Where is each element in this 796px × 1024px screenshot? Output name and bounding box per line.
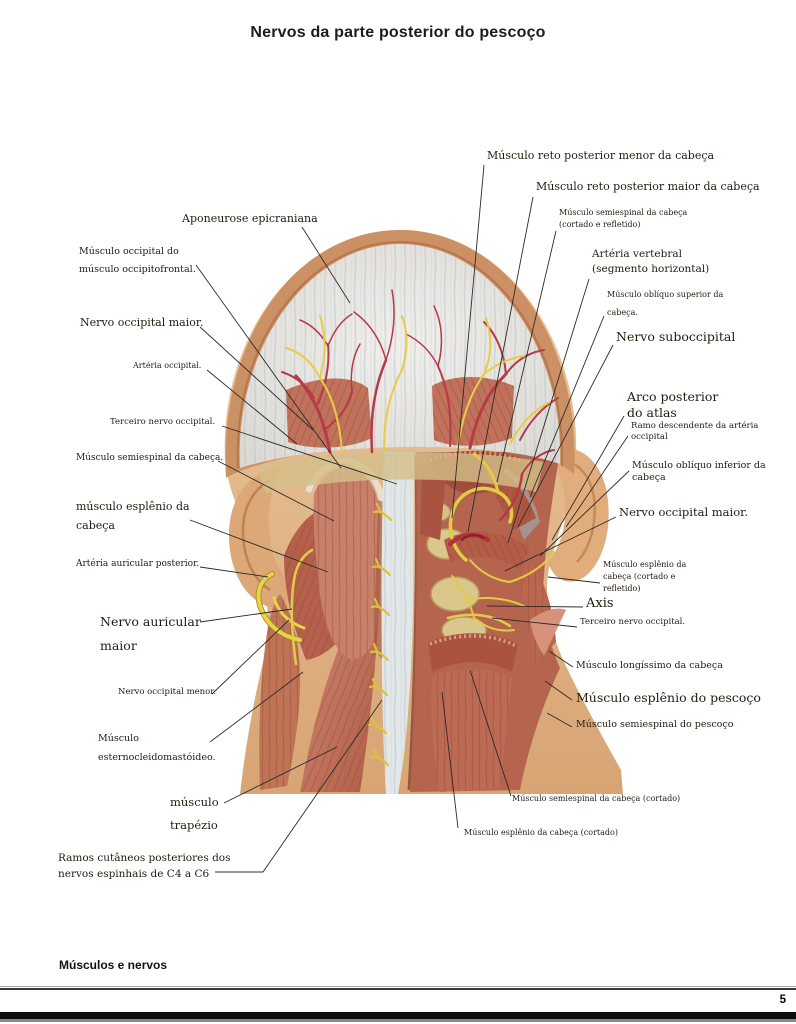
leader-axis [486, 605, 584, 608]
leader-semiespinal-pescoco [546, 712, 573, 728]
label-reto-posterior-menor: Músculo reto posterior menor da cabeça [487, 149, 715, 162]
label-arteria-occipital: Artéria occipital. [133, 361, 202, 370]
label-nervo-auricular-maior: Nervo auricular maior [100, 614, 201, 653]
leader-occipital-maior-dir [504, 516, 617, 572]
label-nervo-occipital-menor: Nervo occipital menor. [118, 687, 217, 697]
axis-bone [430, 576, 480, 612]
leader-obliquo-superior [529, 315, 605, 498]
leader-auricular-posterior [199, 566, 269, 578]
leader-terceiro-dir [491, 617, 578, 628]
label-semiespinal-cabeca-esq: Músculo semiespinal da cabeça. [76, 453, 224, 463]
leader-terceiro-esq [221, 425, 398, 485]
label-esplenio-cabeca-cortado: Músculo esplênio da cabeça (cortado) [464, 828, 618, 837]
label-obliquo-inferior: Músculo oblíquo inferior da cabeça [632, 460, 766, 484]
label-ramos-cutaneos: Ramos cutâneos posteriores dos nervos es… [58, 852, 231, 880]
cutaneous-nerve-twigs [367, 502, 393, 767]
label-trapezio: músculo trapézio [170, 795, 219, 832]
leader-esplenio-refletido [547, 576, 601, 584]
label-esplenio-cabeca-refletido: Músculo esplênio da cabeça (cortado e re… [603, 560, 687, 593]
leader-lines [189, 164, 630, 873]
third-occipital-nerve [446, 613, 512, 628]
tan-band [256, 451, 544, 494]
page-number: 5 [779, 994, 786, 1006]
label-semiespinal-cabeca-refletido: Músculo semiespinal da cabeça (cortado e… [559, 208, 688, 229]
occipital-nerves [285, 315, 551, 453]
left-neck-muscles [259, 458, 387, 792]
label-arteria-vertebral: Artéria vertebral (segmento horizontal) [592, 248, 710, 275]
label-nervo-occipital-maior-dir: Nervo occipital maior. [619, 505, 749, 519]
leader-esplenio-cortado [441, 691, 459, 829]
label-nervo-suboccipital: Nervo suboccipital [616, 329, 736, 344]
label-obliquo-superior: Músculo oblíquo superior da cabeça. [607, 290, 724, 318]
neck-nerves-arteries [255, 449, 555, 666]
label-ramo-descendente: Ramo descendente da artéria occipital [631, 421, 759, 442]
label-reto-posterior-maior: Músculo reto posterior maior da cabeça [536, 180, 760, 193]
label-axis: Axis [586, 596, 614, 611]
rectus-major [420, 468, 446, 540]
leader-ramos-cutaneos [215, 699, 383, 873]
label-esternocleidomastoideo: Músculo esternocleidomastóideo. [98, 733, 216, 763]
leader-nervo-suboccipital [517, 344, 614, 528]
label-terceiro-nervo-esq: Terceiro nervo occipital. [110, 417, 216, 427]
leader-semiespinal-cortado [469, 669, 512, 797]
leader-semiespinal-refletido [496, 230, 557, 483]
left-ear [228, 468, 292, 608]
leader-esplenio-pescoco [544, 680, 573, 701]
leader-arco-atlas [551, 415, 625, 541]
leader-arteria-vertebral [507, 278, 590, 544]
footer-rule-dark [0, 988, 796, 990]
label-arco-posterior-atlas: Arco posterior do atlas [627, 389, 719, 420]
occipital-artery-deep [498, 472, 524, 522]
leader-aponeurose [301, 226, 351, 304]
label-esplenio-cabeca-esq: músculo esplênio da cabeça [76, 500, 190, 532]
label-semiespinal-pescoco: Músculo semiespinal do pescoço [576, 719, 734, 730]
page-title: Nervos da parte posterior do pescoço [250, 24, 546, 41]
leader-arteria-occipital [206, 369, 298, 445]
leader-occipitofrontal [195, 264, 342, 469]
leader-occipital-maior-esq [199, 326, 314, 431]
label-aponeurose-epicraniana: Aponeurose epicraniana [182, 212, 318, 225]
scalp-and-galea [225, 230, 575, 494]
footer-rule-light [0, 986, 796, 987]
leader-reto-menor [451, 164, 485, 519]
leader-ramo-descendente [565, 435, 629, 528]
label-occipital-occipitofrontal: Músculo occipital do músculo occipitofro… [79, 246, 196, 276]
leader-esplenio-esq [189, 519, 329, 573]
label-terceiro-nervo-dir: Terceiro nervo occipital. [580, 617, 686, 627]
leader-longissimo [548, 650, 574, 668]
leader-occipital-menor [211, 619, 290, 695]
nuchal-ligament-column [381, 452, 421, 794]
footer-section-title: Músculos e nervos [59, 958, 168, 972]
occipital-arteries [281, 289, 559, 454]
label-arteria-auricular-posterior: Artéria auricular posterior. [76, 559, 200, 569]
label-semiespinal-cabeca-cortado: Músculo semiespinal da cabeça (cortado) [512, 794, 681, 803]
leader-esternocleido [209, 671, 304, 743]
label-esplenio-pescoco: Músculo esplênio do pescoço [576, 690, 761, 705]
illustration [224, 230, 623, 794]
leader-reto-maior [467, 196, 534, 533]
lesser-occipital-nerve [290, 548, 314, 666]
leader-auricular-maior [199, 608, 293, 623]
greater-occipital-nerve-loop [448, 486, 514, 562]
label-longissimo-cabeca: Músculo longíssimo da cabeça [576, 660, 723, 671]
bottom-gray-bar [0, 1019, 796, 1022]
leader-obliquo-inferior [539, 470, 630, 557]
splenius-cervicis-cut [428, 633, 518, 672]
leader-trapezio [223, 746, 338, 804]
leader-semiespinal-esq [217, 460, 335, 522]
label-nervo-occipital-maior-esq: Nervo occipital maior. [80, 316, 204, 329]
bottom-black-bar [0, 1012, 796, 1019]
